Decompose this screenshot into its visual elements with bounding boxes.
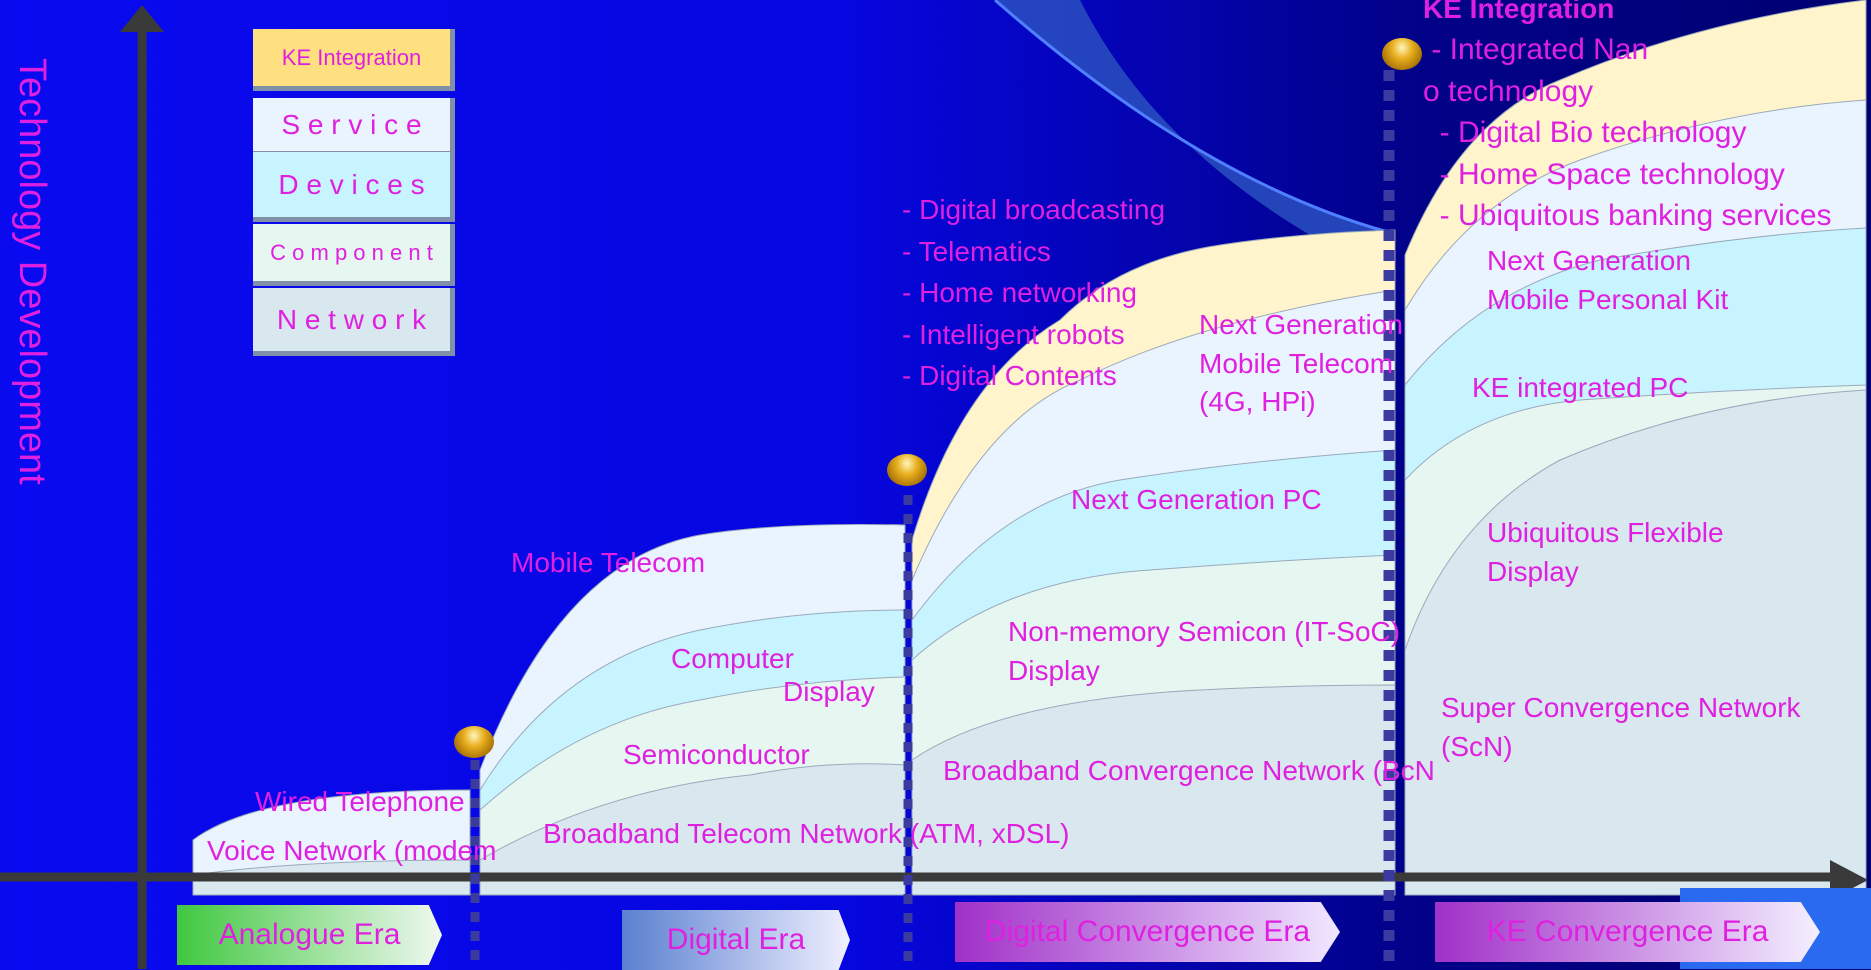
label-ke-integrated-pc: KE integrated PC <box>1472 372 1689 403</box>
label-bcn: Broadband Convergence Network (BcN <box>943 755 1435 786</box>
label-scn: Super Convergence Network (ScN) <box>1441 692 1801 762</box>
legend-ke-integration: KE Integration <box>253 29 455 91</box>
convergence-network-band <box>911 684 1396 896</box>
legend-network: N e t w o r k <box>253 288 455 356</box>
label-ke-integration-title: KE Integration <box>1423 0 1615 24</box>
era-digital: Digital Era <box>622 910 850 970</box>
era-marker-1 <box>454 726 494 758</box>
era-marker-2 <box>887 454 927 486</box>
ke-network-band <box>1404 389 1867 896</box>
growth-wedge <box>995 0 1388 235</box>
legend-component: C o m p o n e n t <box>253 224 455 286</box>
label-computer: Computer <box>671 643 794 674</box>
label-broadband-telecom: Broadband Telecom Network (ATM, xDSL) <box>543 818 1070 849</box>
era-digital-convergence: Digital Convergence Era <box>955 902 1340 962</box>
legend-service: S e r v i c e <box>253 98 455 156</box>
label-ke-integration-items: - Integrated Nan o technology - Digital … <box>1423 33 1832 232</box>
label-voice-network: Voice Network (modem <box>207 835 497 866</box>
era-analogue: Analogue Era <box>177 905 442 965</box>
label-semiconductor: Semiconductor <box>623 739 810 770</box>
era-ke-convergence: KE Convergence Era <box>1435 902 1820 962</box>
digital-network-band <box>479 763 906 896</box>
label-next-gen-mobile-kit: Next Generation Mobile Personal Kit <box>1487 245 1729 315</box>
label-next-gen-mobile-telecom: Next Generation Mobile Telecom (4G, HPi) <box>1199 309 1403 417</box>
y-axis-title: Technology Development <box>10 58 53 485</box>
growth-curve-line <box>994 0 1389 234</box>
label-display-digital: Display <box>783 676 875 707</box>
label-wired-telephone: Wired Telephone <box>255 786 465 817</box>
label-ubiquitous-display: Ubiquitous Flexible Display <box>1487 517 1724 587</box>
label-mobile-telecom: Mobile Telecom <box>511 547 706 578</box>
era-marker-3 <box>1382 38 1422 70</box>
label-next-gen-pc: Next Generation PC <box>1071 484 1322 515</box>
label-convergence-services: - Digital broadcasting - Telematics - Ho… <box>902 194 1166 391</box>
legend-devices: D e v i c e s <box>253 152 455 222</box>
y-axis-arrow <box>120 5 164 32</box>
label-non-memory-semicon: Non-memory Semicon (IT-SoC) Display <box>1008 616 1401 686</box>
